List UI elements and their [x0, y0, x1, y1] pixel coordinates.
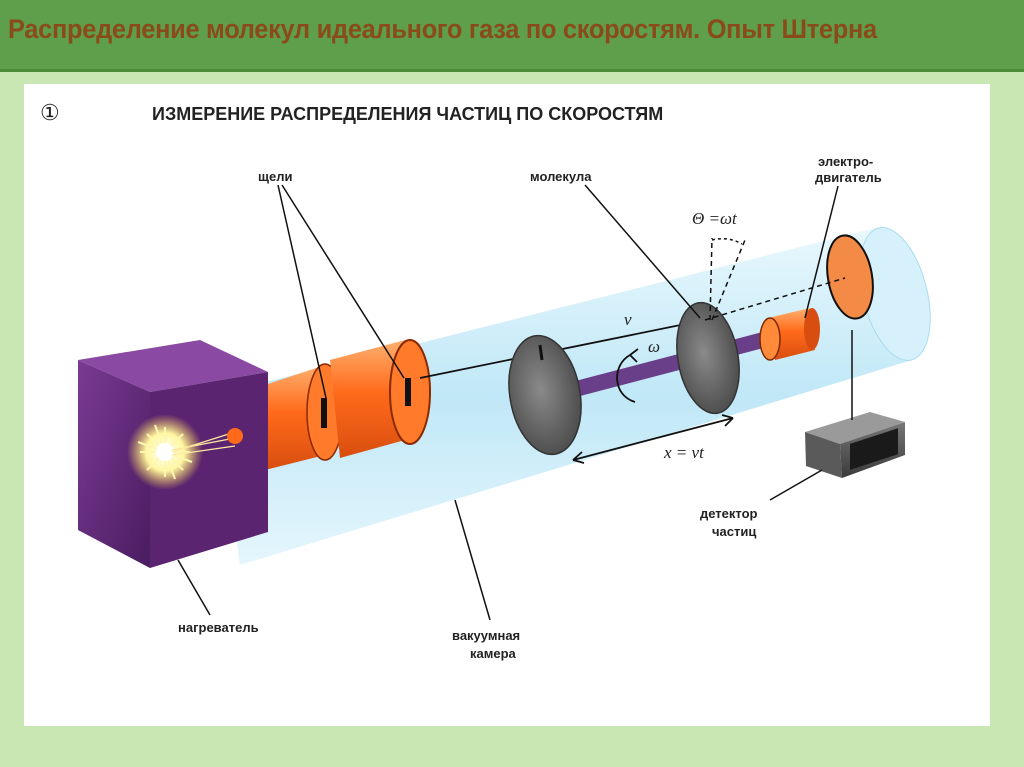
- diagram-heading: ИЗМЕРЕНИЕ РАСПРЕДЕЛЕНИЯ ЧАСТИЦ ПО СКОРОС…: [152, 104, 663, 124]
- beam-rays: [171, 431, 236, 456]
- label-chamber-line2: камера: [470, 646, 517, 661]
- label-detector-line2: частиц: [712, 524, 756, 539]
- rotating-disk-1: [508, 334, 582, 456]
- formula-velocity: v⃗: [624, 310, 645, 329]
- label-motor-line2: двигатель: [815, 170, 882, 185]
- heater-cube: [78, 340, 268, 568]
- particle-detector: [805, 330, 905, 478]
- leader-lines: [177, 184, 839, 621]
- rotation-arrow: [616, 348, 639, 403]
- deflection-lines: [704, 237, 846, 321]
- detector-screen: [826, 234, 874, 320]
- formula-omega: ω: [648, 337, 660, 356]
- index-mark: ①: [40, 100, 60, 125]
- page-title: Распределение молекул идеального газа по…: [8, 14, 877, 44]
- label-slits: щели: [258, 169, 292, 184]
- label-molecule: молекула: [530, 169, 592, 184]
- label-motor-line1: электро-: [818, 154, 873, 169]
- label-heater: нагреватель: [178, 620, 259, 635]
- slit-cylinders: [250, 339, 431, 470]
- slit-2: [405, 378, 411, 406]
- distance-arrow: [572, 414, 734, 464]
- formula-distance: x = vt: [663, 443, 705, 462]
- label-chamber-line1: вакуумная: [452, 628, 520, 643]
- rotating-disk-2: [676, 301, 740, 415]
- title-bar: Распределение молекул идеального газа по…: [0, 0, 1024, 72]
- label-detector-line1: детектор: [700, 506, 758, 521]
- formula-angle: Θ =ωt: [692, 209, 738, 228]
- slit-1: [321, 398, 327, 428]
- electric-motor: [759, 308, 820, 361]
